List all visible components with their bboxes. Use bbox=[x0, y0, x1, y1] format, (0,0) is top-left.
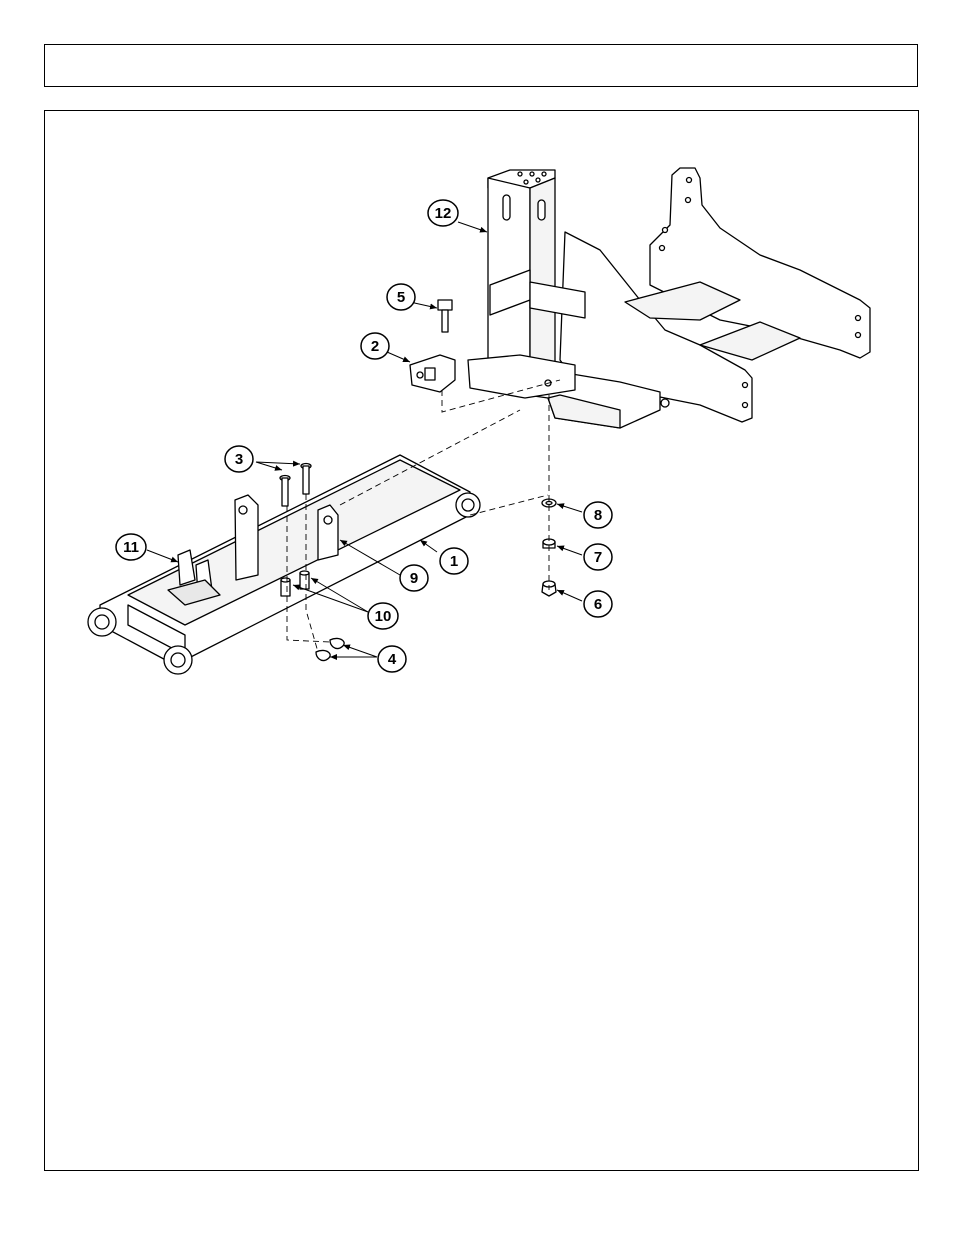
bolt-part bbox=[438, 300, 452, 332]
callout-11-label: 11 bbox=[123, 539, 139, 556]
callout-6: 6 bbox=[584, 591, 612, 617]
bracket-part bbox=[410, 355, 455, 392]
callout-9: 9 bbox=[400, 565, 428, 591]
callout-6-label: 6 bbox=[594, 596, 602, 613]
callout-5: 5 bbox=[387, 284, 415, 310]
callout-7-label: 7 bbox=[594, 549, 602, 566]
callout-8-label: 8 bbox=[594, 507, 602, 524]
callout-10-label: 10 bbox=[375, 608, 392, 625]
callout-4: 4 bbox=[378, 646, 406, 672]
callout-2: 2 bbox=[361, 333, 389, 359]
callout-2-label: 2 bbox=[371, 338, 379, 355]
callout-9-label: 9 bbox=[410, 570, 418, 587]
callout-4-label: 4 bbox=[388, 651, 397, 668]
callout-12: 12 bbox=[428, 200, 458, 226]
callout-7: 7 bbox=[584, 544, 612, 570]
callout-10: 10 bbox=[368, 603, 398, 629]
callout-3: 3 bbox=[225, 446, 253, 472]
callout-8: 8 bbox=[584, 502, 612, 528]
callout-3-label: 3 bbox=[235, 451, 243, 468]
callout-11: 11 bbox=[116, 534, 146, 560]
callout-12-label: 12 bbox=[435, 205, 452, 222]
callout-1-label: 1 bbox=[450, 553, 458, 570]
callout-1: 1 bbox=[440, 548, 468, 574]
callout-5-label: 5 bbox=[397, 289, 405, 306]
